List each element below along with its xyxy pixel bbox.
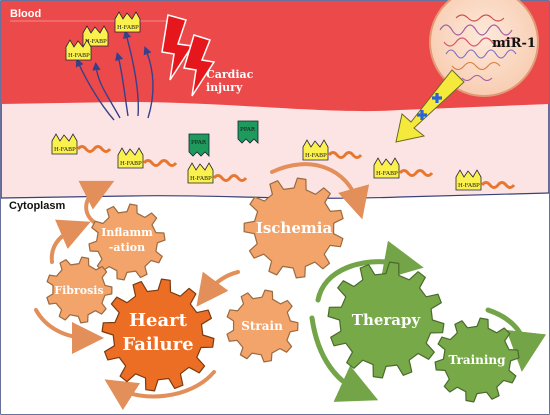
release-arrows — [75, 29, 154, 121]
gear-label-heart-failure: Failure — [122, 334, 193, 355]
blood-label: Blood — [10, 8, 41, 20]
arrow-cytoplasm-to-ischemia — [270, 162, 370, 220]
hfabp-marker-cyto-1: H-FABP — [51, 133, 112, 155]
arrow-heart-loop — [104, 370, 216, 411]
gear-label-inflammation: Inflamm — [101, 226, 153, 239]
gear-ischemia-icon — [243, 177, 344, 279]
hfabp-marker-cyto-3: H-FABP — [187, 162, 248, 184]
svg-text:H-FABP: H-FABP — [85, 39, 107, 45]
hfabp-marker-cyto-4: H-FABP — [302, 139, 363, 161]
gear-label-inflammation: -ation — [109, 241, 145, 254]
svg-text:H-FABP: H-FABP — [54, 147, 76, 153]
plus-icon — [417, 110, 427, 120]
gear-label-training: Training — [448, 353, 506, 367]
gear-fibrosis-icon — [46, 256, 113, 324]
gears-layer — [46, 177, 520, 403]
svg-text:H-FABP: H-FABP — [305, 153, 327, 159]
hfabp-marker-cyto-2: H-FABP — [117, 147, 178, 169]
ppar-marker-1: PPAR — [188, 133, 210, 157]
hfabp-marker-cyto-5: H-FABP — [373, 157, 434, 179]
cardiac-injury-label: Cardiac — [206, 68, 254, 81]
gear-heart-failure-icon — [101, 278, 215, 392]
plus-icon — [432, 93, 442, 103]
svg-text:H-FABP: H-FABP — [190, 176, 212, 182]
gear-label-heart-failure: Heart — [129, 310, 188, 331]
arrow-fibrosis-to-inflammation — [49, 219, 91, 264]
cytoplasm-label: Cytoplasm — [9, 200, 65, 212]
cardiac-injury-label: injury — [206, 81, 243, 94]
svg-text:H-FABP: H-FABP — [458, 183, 480, 189]
svg-text:H-FABP: H-FABP — [120, 161, 142, 167]
arrow-strain-to-heart — [196, 270, 240, 307]
arrow-therapy-to-training — [309, 315, 379, 402]
gear-label-therapy: Therapy — [352, 311, 422, 329]
mir1-cell: miR-1 — [429, 0, 539, 97]
gear-inflammation-icon — [88, 203, 166, 281]
gear-training-icon — [434, 317, 520, 403]
mir1-label: miR-1 — [492, 36, 536, 51]
svg-text:H-FABP: H-FABP — [376, 171, 398, 177]
svg-text:PPAR: PPAR — [240, 127, 256, 133]
gear-label-fibrosis: Fibrosis — [54, 284, 103, 297]
hfabp-marker-blood-3: H-FABP — [65, 39, 92, 61]
arrow-fibrosis-to-heart — [34, 308, 104, 354]
hfabp-marker-cyto-6: H-FABP — [455, 169, 516, 191]
hfabp-marker-blood-2: H-FABP — [114, 11, 141, 33]
mir1-arrow — [395, 69, 465, 143]
hfabp-marker-blood-1: H-FABP — [82, 25, 109, 47]
gear-label-strain: Strain — [241, 319, 283, 333]
lightning-bolt-icon — [183, 34, 216, 97]
membrane-line — [0, 192, 550, 199]
svg-text:PPAR: PPAR — [191, 140, 207, 146]
gear-therapy-icon — [327, 261, 445, 379]
lightning-bolt-icon — [161, 14, 194, 81]
gear-strain-icon — [226, 289, 299, 363]
svg-text:H-FABP: H-FABP — [117, 25, 139, 31]
arrow-training-loop — [485, 307, 547, 372]
svg-text:H-FABP: H-FABP — [68, 53, 90, 59]
gear-label-ischemia: Ischemia — [256, 219, 333, 237]
ppar-marker-2: PPAR — [237, 120, 259, 144]
